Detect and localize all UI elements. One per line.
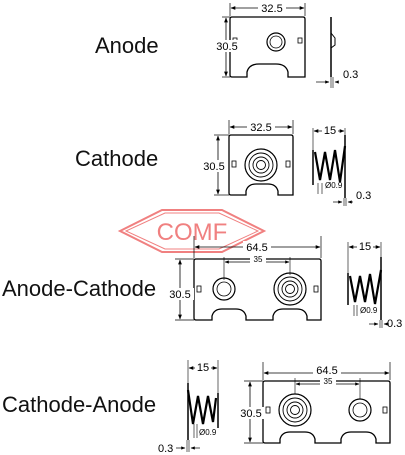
cathode-anode-height-dimension: 30.5 (238, 380, 264, 444)
anode-cathode-width-dimension: 64.5 (193, 236, 322, 258)
label-cathode: Cathode (75, 146, 159, 171)
cathode-wire-diameter: Ø0.9 (325, 181, 343, 190)
comf-watermark-logo: COMF (117, 209, 267, 253)
anode-front-view (229, 16, 306, 78)
cathode-width: 32.5 (250, 122, 271, 134)
cathode-front-view (228, 134, 294, 196)
anode-thickness: 0.3 (343, 69, 358, 81)
cathode-height-dimension: 30.5 (201, 134, 229, 196)
anode-cathode-spring-length: 15 (359, 241, 371, 253)
anode-cathode-width: 64.5 (246, 242, 267, 254)
cathode-anode-width-dimension: 64.5 (262, 362, 391, 380)
anode-cathode-height-dimension: 30.5 (166, 258, 194, 321)
anode-cathode-pitch-dimension: 35 (223, 254, 291, 280)
cathode-anode-pitch: 35 (324, 377, 333, 386)
anode-cathode-wire-diameter: Ø0.9 (360, 306, 378, 315)
anode-cathode-height: 30.5 (169, 289, 190, 301)
cathode-anode-height: 30.5 (240, 408, 261, 420)
cathode-anode-spring-length: 15 (197, 362, 209, 374)
label-anode-cathode: Anode-Cathode (2, 276, 157, 301)
cathode-thickness: 0.3 (356, 190, 371, 202)
cathode-spring-side-view: 15 Ø0.9 0.3 (312, 124, 371, 206)
cathode-anode-width: 64.5 (316, 365, 337, 377)
cathode-height: 30.5 (203, 161, 224, 173)
anode-height: 30.5 (216, 41, 237, 53)
anode-cathode-front-view (193, 258, 322, 321)
cathode-anode-wire-diameter: Ø0.9 (199, 428, 217, 437)
anode-cathode-thickness: 0.3 (387, 318, 402, 330)
label-anode: Anode (95, 33, 159, 58)
cathode-anode-spring-side-view: 15 Ø0.9 0.3 (158, 360, 219, 455)
anode-width-dimension: 32.5 (229, 2, 306, 16)
label-cathode-anode: Cathode-Anode (2, 392, 157, 417)
cathode-spring-length: 15 (324, 125, 336, 137)
anode-width: 32.5 (261, 3, 282, 15)
anode-side-view: 0.3 (316, 17, 358, 88)
cathode-width-dimension: 32.5 (228, 120, 294, 134)
watermark-text: COMF (157, 219, 228, 246)
anode-cathode-spring-side-view: 15 Ø0.9 0.3 (347, 240, 402, 330)
cathode-anode-front-view (262, 380, 391, 444)
anode-height-dimension: 30.5 (214, 16, 240, 78)
cathode-anode-thickness: 0.3 (158, 443, 173, 455)
cathode-anode-pitch-dimension: 35 (294, 376, 361, 399)
anode-cathode-pitch: 35 (254, 255, 263, 264)
